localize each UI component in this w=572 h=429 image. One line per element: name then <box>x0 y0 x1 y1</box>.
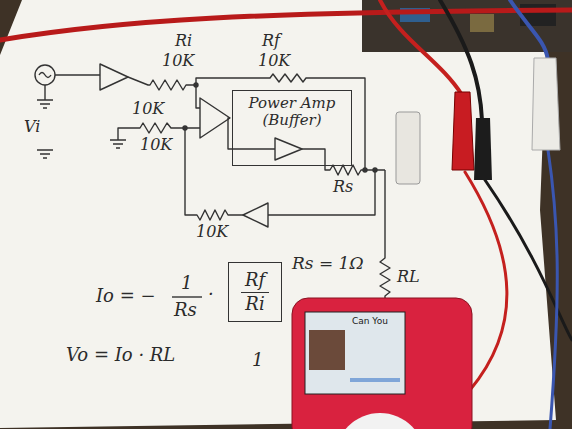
schematic-label: Vo = Io · RL <box>66 345 175 366</box>
click-wheel <box>335 413 425 429</box>
ground-symbol <box>37 85 53 108</box>
screen-text: Can You <box>352 316 388 326</box>
amplifier-box: Power Amp (Buffer) <box>232 90 352 166</box>
white-clip <box>532 58 560 150</box>
resistor-name: Ri <box>241 293 268 316</box>
white-block <box>396 112 420 184</box>
black-clip <box>474 118 492 180</box>
wire <box>55 74 100 75</box>
amplifier-name: Power Amp (Buffer) <box>238 95 346 130</box>
junction-dot <box>183 126 187 130</box>
formula-box: RfRi <box>228 262 282 322</box>
blue-cable <box>548 150 557 429</box>
fraction-bar <box>172 296 202 297</box>
ground-symbol <box>37 150 53 158</box>
wire <box>268 170 375 215</box>
schematic-wires <box>35 64 393 318</box>
component <box>470 14 494 32</box>
schematic-label: Rs <box>333 178 353 196</box>
source-symbol <box>35 65 55 85</box>
paper-sheet <box>0 0 556 428</box>
progress-bar <box>350 378 400 382</box>
red-cable <box>0 10 572 40</box>
resistor-symbol <box>128 77 196 90</box>
junction-dot <box>363 168 367 172</box>
schematic-label: · <box>208 284 214 305</box>
schematic-label: 10K <box>140 136 172 154</box>
schematic-label: Vi <box>24 118 40 136</box>
album-art <box>309 330 345 370</box>
resistor-symbol <box>185 128 243 220</box>
buffer-symbol <box>100 64 128 90</box>
schematic-label: 10K <box>196 223 228 241</box>
black-cable <box>485 180 572 340</box>
resistor-symbol <box>380 170 390 310</box>
schematic-label: Rf <box>262 32 280 50</box>
blue-cable <box>510 0 548 60</box>
buffer-symbol <box>243 203 268 227</box>
schematic-label: Io = − <box>96 286 156 307</box>
schematic-label: 10K <box>162 52 194 70</box>
ipod-body <box>292 298 472 429</box>
schematic-label: RL <box>397 268 420 286</box>
schematic-label: 1 <box>252 350 263 371</box>
schematic-label: 1 <box>181 273 192 294</box>
schematic-label: 10K <box>132 100 164 118</box>
schematic-label: Rs = 1Ω <box>292 254 364 274</box>
junction-dot <box>373 168 377 172</box>
opamp-symbol <box>200 98 230 138</box>
resistor-name: Rf <box>241 269 269 293</box>
schematic-label: Rs <box>174 300 197 321</box>
schematic-label: Ri <box>175 32 192 50</box>
red-clip <box>452 92 474 170</box>
ipod-screen <box>305 312 405 394</box>
junction-dot <box>194 83 198 87</box>
ground-symbol <box>110 140 126 148</box>
source-sine <box>39 73 51 78</box>
schematic-label: 10K <box>258 52 290 70</box>
resistor-symbol <box>302 149 385 175</box>
ipod <box>292 298 472 429</box>
buffer-symbol <box>275 138 302 160</box>
resistor-symbol <box>196 74 365 170</box>
